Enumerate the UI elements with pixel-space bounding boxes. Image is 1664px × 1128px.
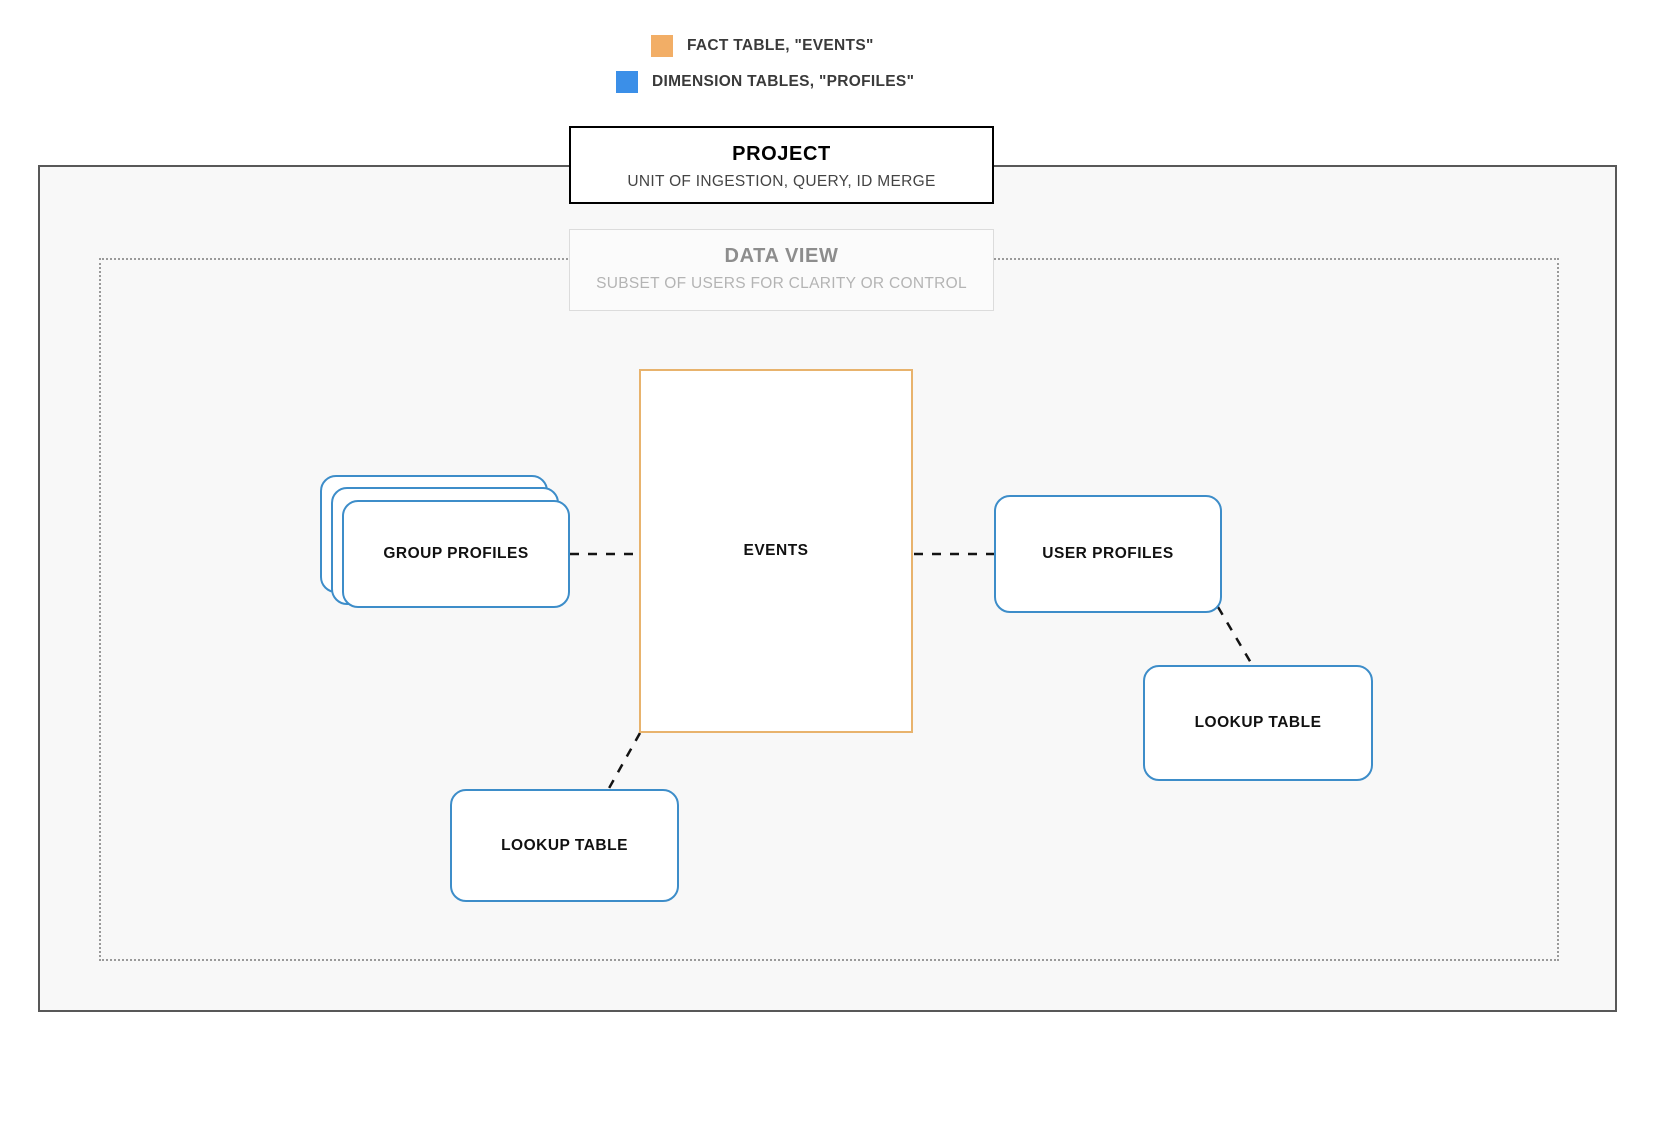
node-lookup-table-left-label: LOOKUP TABLE — [501, 836, 628, 854]
dimension-tables-swatch-icon — [616, 71, 638, 93]
project-title: PROJECT — [732, 143, 831, 165]
node-lookup-table-right[interactable]: LOOKUP TABLE — [1143, 665, 1373, 781]
legend-label-fact-table: FACT TABLE, "EVENTS" — [687, 37, 874, 54]
node-events[interactable]: EVENTS — [639, 369, 913, 733]
legend-item-dimension-tables: DIMENSION TABLES, "PROFILES" — [616, 71, 914, 93]
legend-item-fact-table: FACT TABLE, "EVENTS" — [651, 35, 874, 57]
legend-label-dimension-tables: DIMENSION TABLES, "PROFILES" — [652, 73, 915, 90]
data-view-title: DATA VIEW — [724, 245, 839, 267]
node-user-profiles[interactable]: USER PROFILES — [994, 495, 1222, 613]
node-lookup-table-left[interactable]: LOOKUP TABLE — [450, 789, 679, 902]
project-subtitle: UNIT OF INGESTION, QUERY, ID MERGE — [627, 173, 936, 190]
node-user-profiles-label: USER PROFILES — [1042, 545, 1174, 562]
node-events-label: EVENTS — [743, 542, 809, 559]
node-group-profiles-label: GROUP PROFILES — [383, 545, 529, 562]
fact-table-swatch-icon — [651, 35, 673, 57]
node-lookup-table-right-label: LOOKUP TABLE — [1194, 714, 1322, 731]
data-view-subtitle: SUBSET OF USERS FOR CLARITY OR CONTROL — [596, 275, 967, 292]
data-view-card: DATA VIEW SUBSET OF USERS FOR CLARITY OR… — [569, 229, 994, 311]
project-card: PROJECT UNIT OF INGESTION, QUERY, ID MER… — [569, 126, 994, 204]
node-group-profiles[interactable]: GROUP PROFILES — [342, 500, 570, 608]
